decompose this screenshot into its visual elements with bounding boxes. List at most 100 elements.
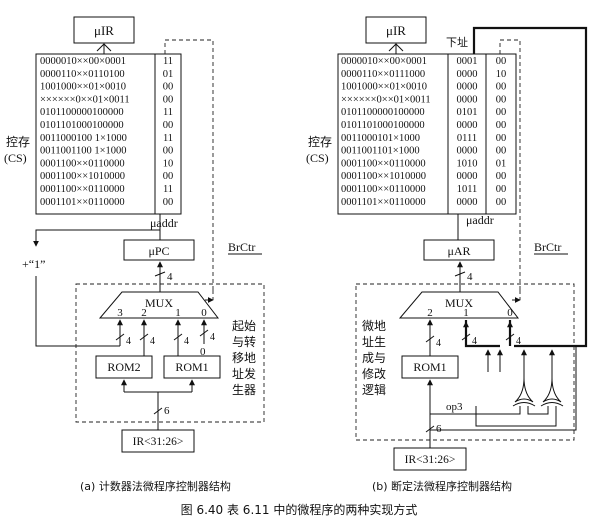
cs-row-addr-b: 1011 xyxy=(457,184,478,195)
svg-text:与转: 与转 xyxy=(232,334,256,349)
mux-input-number-b: 1 xyxy=(463,307,469,319)
svg-text:修改: 修改 xyxy=(362,366,386,381)
slash-in1-b xyxy=(461,333,471,341)
bus-slash-mux-b xyxy=(454,271,466,277)
cs-row-bits-b: ××××××0××01×0011 xyxy=(341,94,431,105)
cs-to-uir-arrow-b xyxy=(388,43,404,54)
op3-label-b: op3 xyxy=(446,401,463,413)
cs-row-ctl-b: 00 xyxy=(496,56,507,67)
uir-label-b: μIR xyxy=(386,23,406,38)
cs-row-ctl-b: 00 xyxy=(496,146,507,157)
cs-row-bits-a: 0101101000100000 xyxy=(40,120,124,131)
uar-label-b: μAR xyxy=(447,244,470,258)
cs-row-bits-b: 0101101000100000 xyxy=(341,120,425,131)
cs-row-addr-b: 0001 xyxy=(457,56,478,67)
cs-row-next-a: 00 xyxy=(163,146,174,157)
cs-row-addr-b: 0000 xyxy=(457,120,478,131)
slash-in0-b xyxy=(505,333,515,341)
mux-input-number-a: 2 xyxy=(141,307,147,319)
plus1-path-a xyxy=(33,229,160,247)
cs-rows-b: 0000010××00×0001 0001 00 0000110××0111000 00… xyxy=(341,56,506,208)
cs-row-bits-b: 0000010××00×0001 xyxy=(341,56,427,67)
ir-label-a: IR<31:26> xyxy=(133,436,184,448)
address-logic-box-b xyxy=(355,283,575,441)
uir-register-b xyxy=(365,16,427,44)
cs-row-bits-b: 0011001101×1000 xyxy=(341,146,420,157)
cs-row-next-a: 11 xyxy=(163,133,173,144)
cs-row-bits-b: 0001100××0110000 xyxy=(341,184,426,195)
brctr-line-a xyxy=(164,39,214,290)
mux-label-a: MUX xyxy=(145,296,173,310)
mux-inputs-a: 3 2 1 0 xyxy=(117,307,207,319)
ir-register-b xyxy=(393,447,467,471)
mux-input-number-a: 1 xyxy=(175,307,181,319)
brctr-label-b: BrCtr xyxy=(534,240,561,254)
mux-input-number-b: 2 xyxy=(427,307,433,319)
cs-row-bits-a: 0011000100 1×1000 xyxy=(40,133,127,144)
cs-row-bits-b: 0001101××0110000 xyxy=(341,197,426,208)
rom2-a xyxy=(95,355,153,379)
cs-row-bits-b: 0001100××0110000 xyxy=(341,158,426,169)
xor-feedback-b xyxy=(475,406,557,427)
slash-ir-a xyxy=(153,407,163,415)
w4-in2-a: 4 xyxy=(150,336,155,347)
slash-in1-a xyxy=(173,333,183,341)
cs-row-bits-b: 0000110××0111000 xyxy=(341,69,425,80)
side-text-b: 微地 址生 成与 修改 逻辑 xyxy=(362,319,386,397)
cs-row-next-a: 00 xyxy=(163,171,174,182)
cs-to-uir-arrow-a xyxy=(96,43,112,54)
plus1-return-a xyxy=(35,276,120,347)
mux-input-number-a: 3 xyxy=(117,307,123,319)
cs-row-next-a: 11 xyxy=(163,184,173,195)
w4-in0-a: 4 xyxy=(210,332,215,343)
mux-input-number-b: 0 xyxy=(507,307,513,319)
cs-row-bits-a: 0011001100 1×1000 xyxy=(40,146,127,157)
rom1-label-a: ROM1 xyxy=(175,360,208,374)
svg-text:址生: 址生 xyxy=(362,335,386,349)
svg-text:起始: 起始 xyxy=(232,319,256,333)
cs-row-bits-a: 0000010××00×0001 xyxy=(40,56,126,67)
slash-ir-b xyxy=(425,425,435,433)
cs-row-ctl-b: 00 xyxy=(496,82,507,93)
cs-row-ctl-b: 10 xyxy=(496,69,507,80)
next-addr-bus-b xyxy=(472,26,588,348)
rom2-label-a: ROM2 xyxy=(107,360,140,374)
mux-label-b: MUX xyxy=(445,296,473,310)
w4-in1-b: 4 xyxy=(472,336,477,347)
w4-in0-b: 4 xyxy=(516,336,521,347)
ir-register-a xyxy=(121,429,195,453)
uir-register-a xyxy=(73,16,135,44)
cs-row-bits-a: 0001100××0110000 xyxy=(40,158,125,169)
cs-label-a: 控存 xyxy=(6,135,30,149)
ir-label-b: IR<31:26> xyxy=(405,454,456,466)
cs-row-bits-b: 1001000××01×0010 xyxy=(341,82,427,93)
cs-row-next-a: 10 xyxy=(163,158,174,169)
w4-in2-b: 4 xyxy=(436,338,441,349)
rom1-a xyxy=(163,355,221,379)
rom1-label-b: ROM1 xyxy=(413,360,446,374)
w6-ir-b: 6 xyxy=(436,423,442,435)
figure-caption: 图 6.40 表 6.11 中的微程序的两种实现方式 xyxy=(181,502,418,517)
svg-text:生器: 生器 xyxy=(232,383,256,397)
brctr-label-a: BrCtr xyxy=(228,240,255,254)
uir-label-a: μIR xyxy=(94,23,114,38)
cs-row-addr-b: 0000 xyxy=(457,69,478,80)
uaddr-label-b: μaddr xyxy=(466,213,494,227)
svg-text:址发: 址发 xyxy=(232,366,256,381)
brctr-line-b xyxy=(499,39,521,290)
mux-inputs-b: 2 1 0 xyxy=(427,307,513,319)
cs-row-bits-b: 0011000101×1000 xyxy=(341,133,420,144)
cs-row-ctl-b: 00 xyxy=(496,120,507,131)
cs-row-bits-a: 1001000××01×0010 xyxy=(40,82,126,93)
width4-mux-a: 4 xyxy=(167,271,173,283)
mux-input-number-a: 0 xyxy=(201,307,207,319)
svg-text:移地: 移地 xyxy=(232,351,256,365)
cs-row-bits-a: 0101100000100000 xyxy=(40,107,124,118)
cs-row-ctl-b: 00 xyxy=(496,107,507,118)
rom1-b xyxy=(401,355,459,379)
cs-row-addr-b: 1010 xyxy=(457,158,478,169)
w4-in3-a: 4 xyxy=(126,336,131,347)
op3-line-b xyxy=(430,406,521,415)
cs-row-addr-b: 0111 xyxy=(457,133,477,144)
